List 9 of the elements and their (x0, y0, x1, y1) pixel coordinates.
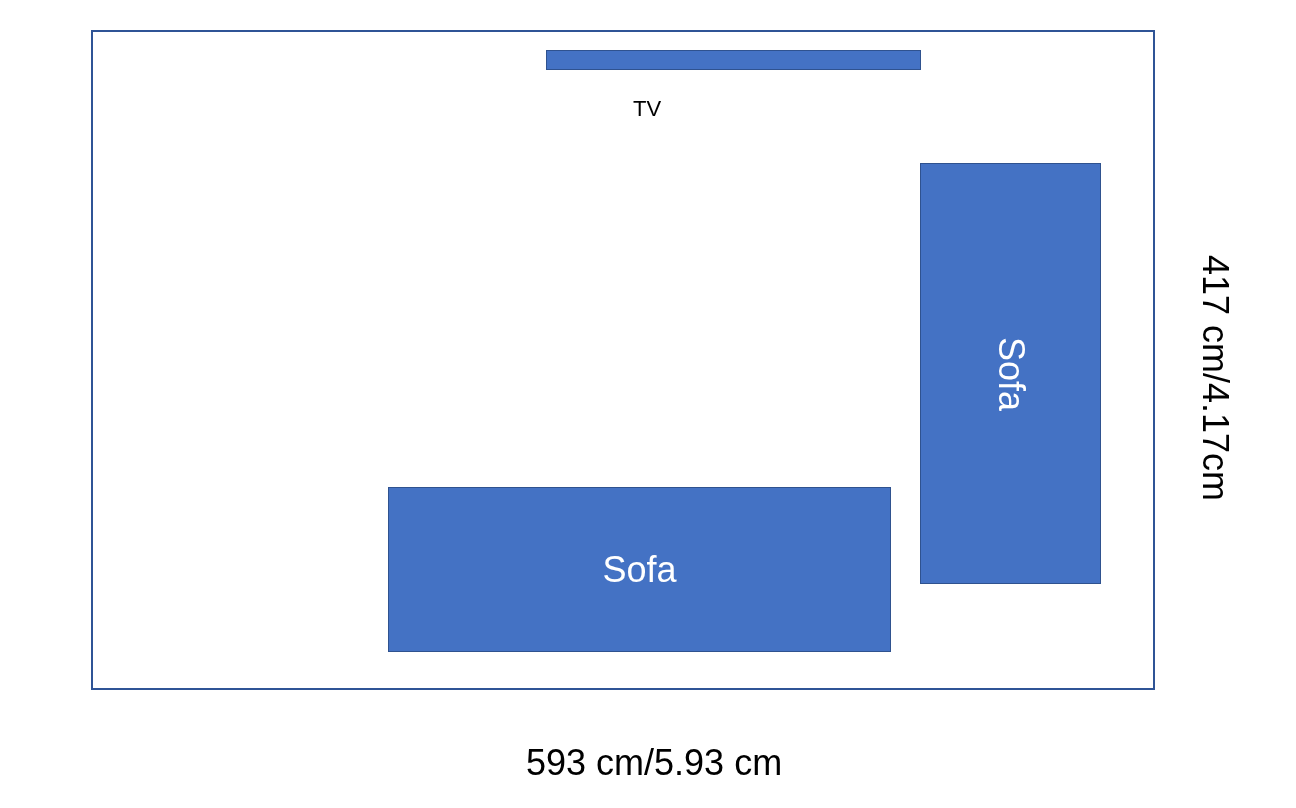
dimension-label: 417 cm/4.17cm (1197, 255, 1233, 502)
sofa-label: Sofa (602, 551, 677, 588)
sofa-shape (388, 487, 891, 652)
tv-label: TV (633, 98, 662, 120)
dimension-label: 593 cm/5.93 cm (526, 745, 783, 781)
sofa-shape (920, 163, 1101, 584)
sofa-label: Sofa (992, 336, 1029, 411)
room-outline (91, 30, 1155, 690)
tv-bar (546, 50, 921, 70)
